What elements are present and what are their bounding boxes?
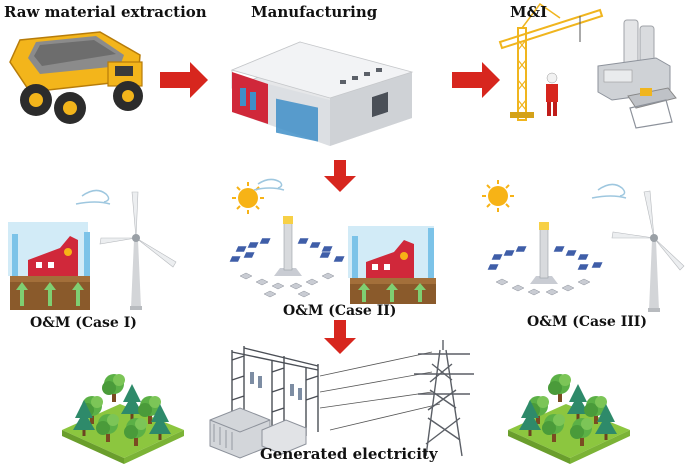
forest-icon [508,374,630,464]
solar-tower-icon [228,216,346,298]
mi-label: M&I [510,3,548,21]
om-case2-label: O&M (Case II) [283,303,397,319]
generated-electricity-label: Generated electricity [260,445,438,463]
flow-arrow [160,62,208,98]
dump-truck-icon [9,31,143,124]
wind-turbine-icon [99,191,177,310]
power-plant-icon [348,226,436,304]
power-lines [319,351,441,431]
transmission-tower-icon [414,340,474,457]
flow-arrow [324,320,356,354]
wind-icon [253,178,285,191]
sun-icon [232,182,264,214]
wind-turbine-icon [611,190,685,312]
concrete-plant-icon [597,19,677,129]
solar-tower-icon [486,222,604,296]
flow-arrow [452,62,500,98]
manufacturing-label: Manufacturing [251,3,378,21]
om-case1-label: O&M (Case I) [30,315,137,331]
wind-icon [75,189,111,205]
factory-icon [230,41,414,146]
wind-icon [591,183,627,199]
sun-icon [482,180,514,212]
power-plant-icon [8,222,90,310]
forest-icon [62,374,184,464]
substation-icon [209,346,319,459]
om-case3-label: O&M (Case III) [527,314,647,330]
crane-icon [498,2,604,121]
flow-arrow [324,160,356,192]
worker-icon [546,72,558,116]
raw-material-extraction-label: Raw material extraction [4,3,207,21]
